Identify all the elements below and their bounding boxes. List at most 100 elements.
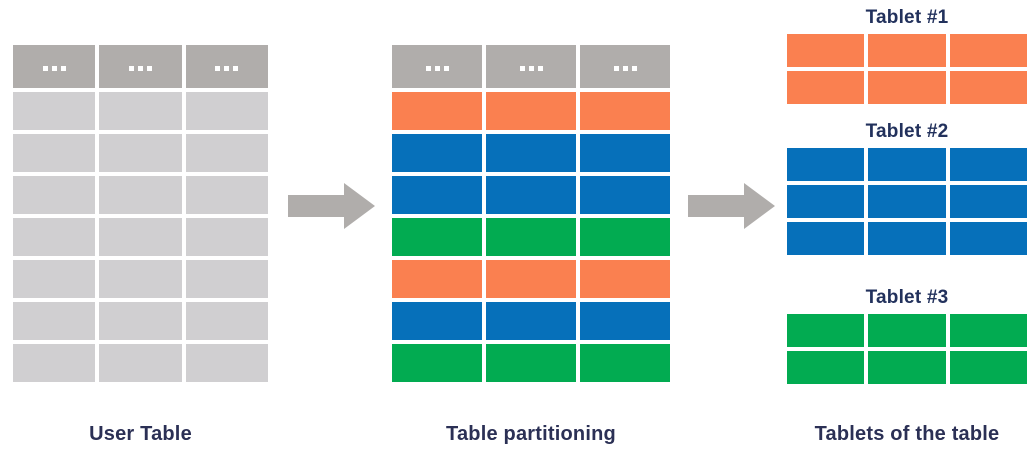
tablet-row	[787, 34, 1027, 67]
partition-row-blue	[392, 134, 670, 172]
ellipsis-icon	[425, 66, 449, 71]
user-table	[13, 45, 268, 388]
tablet-cell-blue	[868, 222, 946, 255]
partition-cell-orange	[392, 92, 482, 130]
user-table-row	[13, 302, 268, 340]
tablet-cell-orange	[787, 71, 865, 104]
tablet-cell-orange	[949, 34, 1027, 67]
ellipsis-icon	[613, 66, 637, 71]
table-cell	[185, 344, 268, 382]
table-header-cell	[13, 45, 96, 88]
partition-cell-blue	[486, 176, 576, 214]
partition-row-blue	[392, 176, 670, 214]
table-cell	[13, 218, 96, 256]
table-cell	[13, 260, 96, 298]
partition-cell-green	[580, 344, 670, 382]
partition-row-blue	[392, 302, 670, 340]
partition-cell-blue	[392, 176, 482, 214]
table-cell	[13, 134, 96, 172]
tablet-cell-green	[949, 351, 1027, 384]
tablet-2: Tablet #2	[787, 122, 1027, 255]
table-header-cell	[486, 45, 576, 88]
table-cell	[13, 92, 96, 130]
table-cell	[13, 176, 96, 214]
table-header-cell	[580, 45, 670, 88]
table-cell	[185, 92, 268, 130]
user-table-caption: User Table	[89, 423, 192, 445]
tablet-cell-blue	[868, 185, 946, 218]
partition-row-orange	[392, 260, 670, 298]
table-cell	[99, 92, 182, 130]
partition-row-green	[392, 344, 670, 382]
tablet-3-grid	[787, 314, 1027, 384]
partition-cell-green	[392, 218, 482, 256]
user-table-row	[13, 176, 268, 214]
partition-cell-orange	[392, 260, 482, 298]
table-cell	[185, 176, 268, 214]
tablet-cell-green	[949, 314, 1027, 347]
tablet-1-grid	[787, 34, 1027, 104]
partitioned-table	[392, 45, 670, 388]
tablet-2-title: Tablet #2	[865, 121, 949, 142]
tablet-row	[787, 148, 1027, 181]
table-header-cell	[185, 45, 268, 88]
tablet-cell-blue	[868, 148, 946, 181]
user-table-row	[13, 344, 268, 382]
tablet-row	[787, 351, 1027, 384]
tablet-3: Tablet #3	[787, 288, 1027, 384]
tablet-2-grid	[787, 148, 1027, 255]
table-cell	[185, 218, 268, 256]
user-table-row	[13, 218, 268, 256]
partition-cell-green	[392, 344, 482, 382]
partition-cell-orange	[580, 260, 670, 298]
partition-cell-blue	[392, 134, 482, 172]
partition-cell-green	[580, 218, 670, 256]
table-cell	[99, 344, 182, 382]
table-cell	[99, 302, 182, 340]
user-table-row	[13, 92, 268, 130]
partition-cell-blue	[486, 134, 576, 172]
tablet-cell-orange	[787, 34, 865, 67]
tablet-1: Tablet #1	[787, 8, 1027, 104]
tablet-cell-blue	[949, 148, 1027, 181]
tablet-row	[787, 71, 1027, 104]
table-header-cell	[99, 45, 182, 88]
tablets-caption: Tablets of the table	[814, 423, 1000, 445]
tablet-cell-blue	[787, 185, 865, 218]
partition-cell-orange	[486, 260, 576, 298]
tablet-cell-green	[787, 314, 865, 347]
tablet-cell-green	[868, 351, 946, 384]
partition-cell-green	[486, 344, 576, 382]
table-cell	[13, 302, 96, 340]
tablet-row	[787, 314, 1027, 347]
table-header-cell	[392, 45, 482, 88]
partition-row-green	[392, 218, 670, 256]
tablet-cell-blue	[787, 148, 865, 181]
partition-cell-orange	[486, 92, 576, 130]
table-cell	[185, 134, 268, 172]
tablet-cell-orange	[949, 71, 1027, 104]
arrow-right-icon	[288, 182, 376, 230]
table-cell	[99, 218, 182, 256]
table-cell	[185, 260, 268, 298]
partition-cell-orange	[580, 92, 670, 130]
table-cell	[185, 302, 268, 340]
table-cell	[99, 134, 182, 172]
table-cell	[13, 344, 96, 382]
user-table-header-row	[13, 45, 268, 88]
tablet-cell-blue	[949, 222, 1027, 255]
tablet-row	[787, 222, 1027, 255]
tablet-cell-orange	[868, 71, 946, 104]
partition-cell-green	[486, 218, 576, 256]
ellipsis-icon	[519, 66, 543, 71]
ellipsis-icon	[215, 66, 239, 71]
partition-cell-blue	[580, 302, 670, 340]
partitioned-table-header-row	[392, 45, 670, 88]
tablet-cell-green	[787, 351, 865, 384]
tablet-1-title: Tablet #1	[865, 7, 949, 28]
ellipsis-icon	[42, 66, 66, 71]
table-cell	[99, 260, 182, 298]
tablet-row	[787, 185, 1027, 218]
tablet-cell-blue	[949, 185, 1027, 218]
